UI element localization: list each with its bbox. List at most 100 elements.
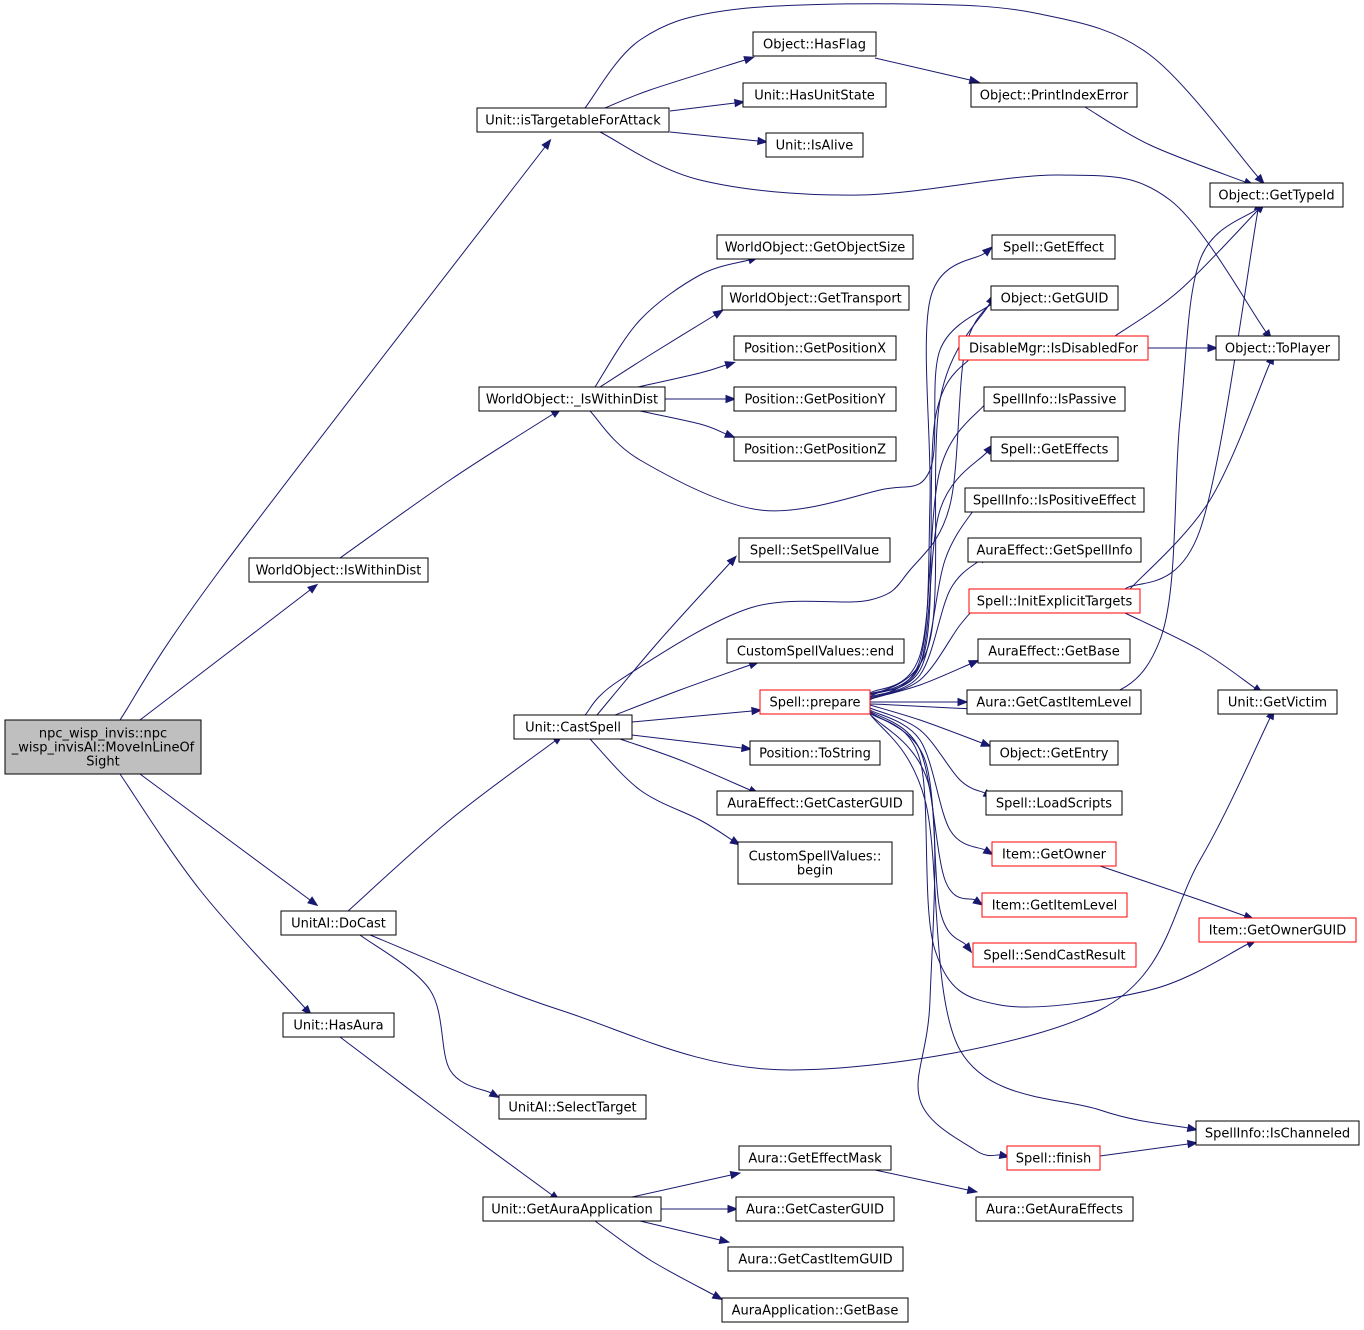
node-isWithinDist[interactable]: WorldObject::IsWithinDist [248,557,429,583]
node-box [733,386,897,412]
edge-arrowhead [1186,1123,1199,1133]
node-getPositionY[interactable]: Position::GetPositionY [733,386,897,412]
node-_isWithinDist[interactable]: WorldObject::_IsWithinDist [478,386,666,412]
node-label: Position::GetPositionY [744,393,885,408]
edge-line [339,413,554,559]
node-printIndexError[interactable]: Object::PrintIndexError [970,82,1138,108]
node-getGUID[interactable]: Object::GetGUID [990,285,1119,311]
node-doCast[interactable]: UnitAI::DoCast [280,910,397,936]
node-auraGetCasterGUID[interactable]: Aura::GetCasterGUID [735,1196,895,1222]
node-label: Unit::GetAuraApplication [491,1203,652,1218]
node-label: WorldObject::GetObjectSize [725,241,906,256]
edge-line [1084,106,1246,183]
edge-arrowhead [733,98,746,108]
node-label: Spell::LoadScripts [996,797,1112,812]
node-label: Unit::HasAura [293,1019,383,1034]
node-label: Aura::GetAuraEffects [986,1203,1123,1218]
node-auraEffGetCasterGUID[interactable]: AuraEffect::GetCasterGUID [716,790,914,816]
edge-line [359,934,492,1094]
node-sendCastResult[interactable]: Spell::SendCastResult [972,942,1137,968]
node-hasUnitState[interactable]: Unit::HasUnitState [742,82,887,108]
node-isPassive[interactable]: SpellInfo::IsPassive [983,386,1126,412]
node-isChanneled[interactable]: SpellInfo::IsChanneled [1195,1120,1360,1146]
edge-arrowhead [982,846,995,856]
node-label: Spell::prepare [769,696,860,711]
node-auraEffGetBase[interactable]: AuraEffect::GetBase [977,638,1131,664]
edge-arrowhead [966,1185,979,1195]
node-setSpellValue[interactable]: Spell::SetSpellValue [738,537,891,563]
edge-line [869,704,983,744]
edges-layer [119,3,1275,1300]
node-getCastItemGUID[interactable]: Aura::GetCastItemGUID [727,1246,904,1272]
node-getEntry[interactable]: Object::GetEntry [989,740,1119,766]
edge-arrowhead [751,706,763,716]
node-getTransport[interactable]: WorldObject::GetTransport [721,285,910,311]
node-isTargetable[interactable]: Unit::isTargetableForAttack [476,107,670,133]
node-selectTarget[interactable]: UnitAI::SelectTarget [498,1094,647,1120]
edge-prepare-to-getCastItemLevel [870,697,969,707]
node-label: Sight [86,755,119,770]
edge-arrowhead [712,309,724,319]
node-getAuraEffects[interactable]: Aura::GetAuraEffects [975,1196,1134,1222]
node-box [1006,1145,1101,1171]
node-label: CustomSpellValues::end [737,645,894,660]
node-itemGetOwner[interactable]: Item::GetOwner [991,841,1117,867]
node-getVictim[interactable]: Unit::GetVictim [1217,689,1338,715]
edge-line [614,664,751,716]
node-customBegin[interactable]: CustomSpellValues::begin [737,841,893,885]
node-isAlive[interactable]: Unit::IsAlive [765,132,864,158]
edge-arrowhead [541,138,552,150]
node-label: Unit::GetVictim [1228,696,1327,711]
node-getEffects[interactable]: Spell::GetEffects [990,436,1119,462]
node-finish[interactable]: Spell::finish [1006,1145,1101,1171]
edge-root-to-isTargetable [119,138,552,721]
node-getEffectMask[interactable]: Aura::GetEffectMask [738,1145,892,1171]
node-getOwnerGUID[interactable]: Item::GetOwnerGUID [1198,917,1357,943]
node-getObjectSize[interactable]: WorldObject::GetObjectSize [716,234,914,260]
node-initExplicitTargets[interactable]: Spell::InitExplicitTargets [968,588,1141,614]
node-toPlayer[interactable]: Object::ToPlayer [1215,335,1340,361]
edge-line [589,302,994,512]
node-getItemLevel[interactable]: Item::GetItemLevel [981,892,1128,918]
node-box [726,638,905,664]
node-label: WorldObject::GetTransport [729,292,902,307]
node-box [759,689,871,715]
node-castSpell[interactable]: Unit::CastSpell [513,714,633,740]
node-customEnd[interactable]: CustomSpellValues::end [726,638,905,664]
edge-prepare-to-sendCastResult [869,711,973,954]
node-loadScripts[interactable]: Spell::LoadScripts [985,790,1123,816]
node-getPositionZ[interactable]: Position::GetPositionZ [733,436,897,462]
node-box [727,1246,904,1272]
node-auraAppGetBase[interactable]: AuraApplication::GetBase [721,1297,909,1323]
node-hasAura[interactable]: Unit::HasAura [282,1012,395,1038]
node-getPositionX[interactable]: Position::GetPositionX [733,335,897,361]
node-isPositiveEffect[interactable]: SpellInfo::IsPositiveEffect [964,487,1145,513]
node-auraEffGetSpellInfo[interactable]: AuraEffect::GetSpellInfo [967,537,1142,563]
node-prepare[interactable]: Spell::prepare [759,689,871,715]
node-label: Spell::GetEffect [1003,241,1104,256]
node-box [964,487,1145,513]
edge-line [1114,209,1259,337]
node-toString[interactable]: Position::ToString [749,740,881,766]
edge-line [619,738,751,791]
edge-line [1124,209,1259,590]
node-label: AuraEffect::GetBase [988,645,1119,660]
node-label: Item::GetOwner [1002,848,1107,863]
edge-arrowhead [967,659,980,669]
node-label: WorldObject::_IsWithinDist [486,393,658,408]
node-label: Object::ToPlayer [1225,342,1331,357]
node-getTypeId[interactable]: Object::GetTypeId [1209,182,1344,208]
edge-castSpell-to-toString [631,734,753,753]
node-label: Object::GetEntry [1000,747,1109,762]
node-hasFlag[interactable]: Object::HasFlag [752,31,877,57]
edge-root-to-hasAura [119,773,312,1016]
node-box [482,1196,662,1222]
node-getAuraApplication[interactable]: Unit::GetAuraApplication [482,1196,662,1222]
node-spellGetEffect[interactable]: Spell::GetEffect [991,234,1116,260]
edge-getAuraApplication-to-getEffectMask [631,1170,742,1198]
node-getCastItemLevel[interactable]: Aura::GetCastItemLevel [966,689,1142,715]
node-box [738,537,891,563]
node-isDisabledFor[interactable]: DisableMgr::IsDisabledFor [958,335,1149,361]
edge-line [369,717,1271,1071]
node-label: SpellInfo::IsPassive [993,393,1117,408]
